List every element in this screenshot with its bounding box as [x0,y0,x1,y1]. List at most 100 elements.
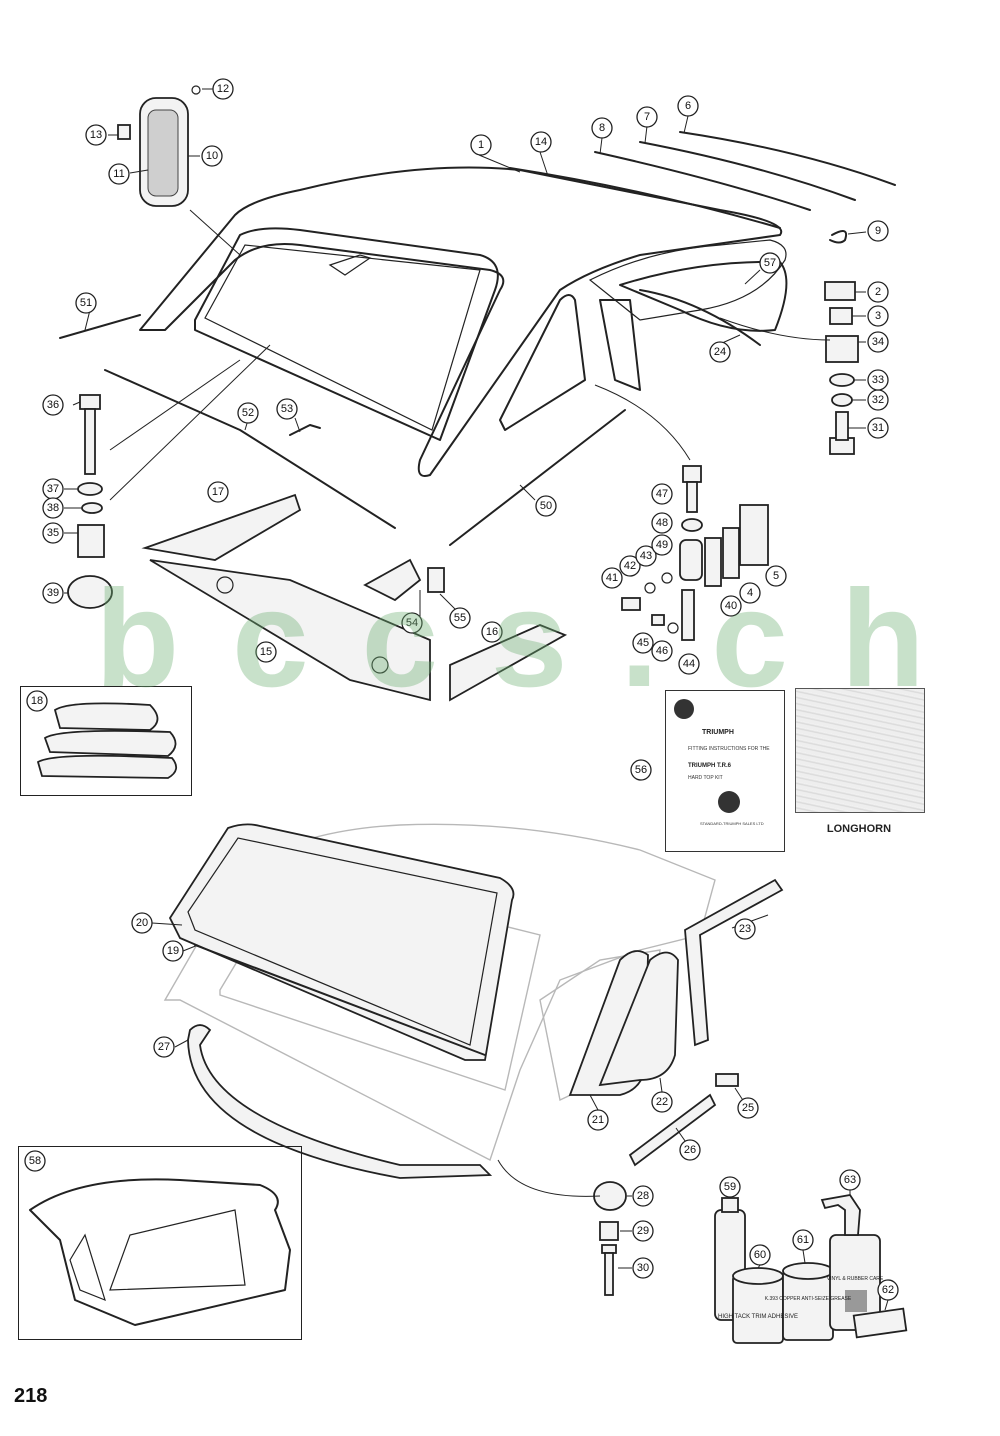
svg-text:26: 26 [684,1144,696,1156]
svg-text:6: 6 [685,100,691,112]
callout-31: 31 [867,417,889,439]
svg-text:50: 50 [540,500,552,512]
seal-50 [449,409,626,546]
svg-text:57: 57 [764,257,776,269]
callout-59: 59 [719,1176,741,1198]
callout-5: 5 [765,565,787,587]
svg-text:20: 20 [136,917,148,929]
callout-52: 52 [237,402,259,424]
callout-61: 61 [792,1229,814,1251]
grommet-39 [67,575,113,609]
quarter-window-seal-22 [598,951,679,1087]
callout-2: 2 [867,281,889,303]
callout-16: 16 [481,621,503,643]
callout-38: 38 [42,497,64,519]
emblem-dot [718,791,740,813]
callout-37: 37 [42,478,64,500]
svg-text:5: 5 [773,570,779,582]
callout-13: 13 [85,124,107,146]
seal-strip-8 [594,151,811,211]
callout-24: 24 [709,341,731,363]
seal-26 [628,1093,717,1167]
washer-38 [81,502,103,514]
callout-21: 21 [587,1109,609,1131]
svg-text:16: 16 [486,626,498,638]
callout-33: 33 [867,369,889,391]
seal-27 [187,1024,493,1179]
callout-43: 43 [635,545,657,567]
bush-29 [599,1221,619,1241]
seal-9 [829,230,848,244]
callout-54: 54 [401,612,423,634]
svg-text:28: 28 [637,1190,649,1202]
svg-text:44: 44 [683,658,695,670]
svg-text:25: 25 [742,1102,754,1114]
svg-text:58: 58 [29,1155,41,1167]
hard-top-58 [29,1178,291,1326]
callout-62: 62 [877,1279,899,1301]
clip-55 [427,567,445,593]
seal-strip-14 [509,167,781,229]
trim-panel-17 [141,493,302,561]
instructions-title: TRIUMPH T.R.6 [688,763,732,769]
svg-text:60: 60 [754,1249,766,1261]
nut-35 [77,524,105,558]
callout-51: 51 [75,292,97,314]
callout-6: 6 [677,95,699,117]
callout-9: 9 [867,220,889,242]
callout-29: 29 [632,1220,654,1242]
fitting-instructions-card: TRIUMPH FITTING INSTRUCTIONS FOR THE TRI… [665,690,785,852]
tin-60 [732,1267,784,1344]
callout-18: 18 [26,690,48,712]
svg-text:30: 30 [637,1262,649,1274]
callout-56: 56 [630,759,652,781]
can61-label: K.393 COPPER ANTI-SEIZE GREASE [765,1296,852,1302]
callout-12: 12 [212,78,234,100]
screw-30 [601,1244,617,1296]
svg-text:35: 35 [47,527,59,539]
svg-text:55: 55 [454,612,466,624]
inset-box-58 [18,1146,302,1340]
callout-19: 19 [162,940,184,962]
tin-61 [782,1262,834,1341]
callout-32: 32 [867,389,889,411]
callout-44: 44 [678,653,700,675]
svg-text:45: 45 [637,637,649,649]
inset-box-18 [20,686,192,796]
svg-text:7: 7 [644,111,650,123]
svg-text:32: 32 [872,394,884,406]
svg-text:56: 56 [635,764,647,776]
svg-text:2: 2 [875,286,881,298]
callout-49: 49 [651,534,673,556]
callout-53: 53 [276,398,298,420]
vent-panel [117,85,201,207]
svg-text:62: 62 [882,1284,894,1296]
callout-46: 46 [651,640,673,662]
callout-60: 60 [749,1244,771,1266]
clip-53 [289,424,321,436]
callout-63: 63 [839,1169,861,1191]
callout-48: 48 [651,512,673,534]
callout-57: 57 [759,252,781,274]
svg-text:61: 61 [797,1234,809,1246]
bracket-assembly [621,465,769,641]
callout-45: 45 [632,632,654,654]
swatch-label: LONGHORN [826,823,892,835]
svg-text:31: 31 [872,422,884,434]
svg-text:24: 24 [714,346,726,358]
callout-22: 22 [651,1091,673,1113]
svg-text:59: 59 [724,1181,736,1193]
callout-27: 27 [153,1036,175,1058]
svg-text:43: 43 [640,550,652,562]
callout-30: 30 [632,1257,654,1279]
callout-47: 47 [651,483,673,505]
svg-text:19: 19 [167,945,179,957]
window-seal-20 [168,823,515,1061]
svg-text:47: 47 [656,488,668,500]
callout-11: 11 [108,163,130,185]
svg-text:23: 23 [739,923,751,935]
seal-strip-6 [679,131,896,186]
svg-text:13: 13 [90,129,102,141]
washer-32 [831,393,853,407]
